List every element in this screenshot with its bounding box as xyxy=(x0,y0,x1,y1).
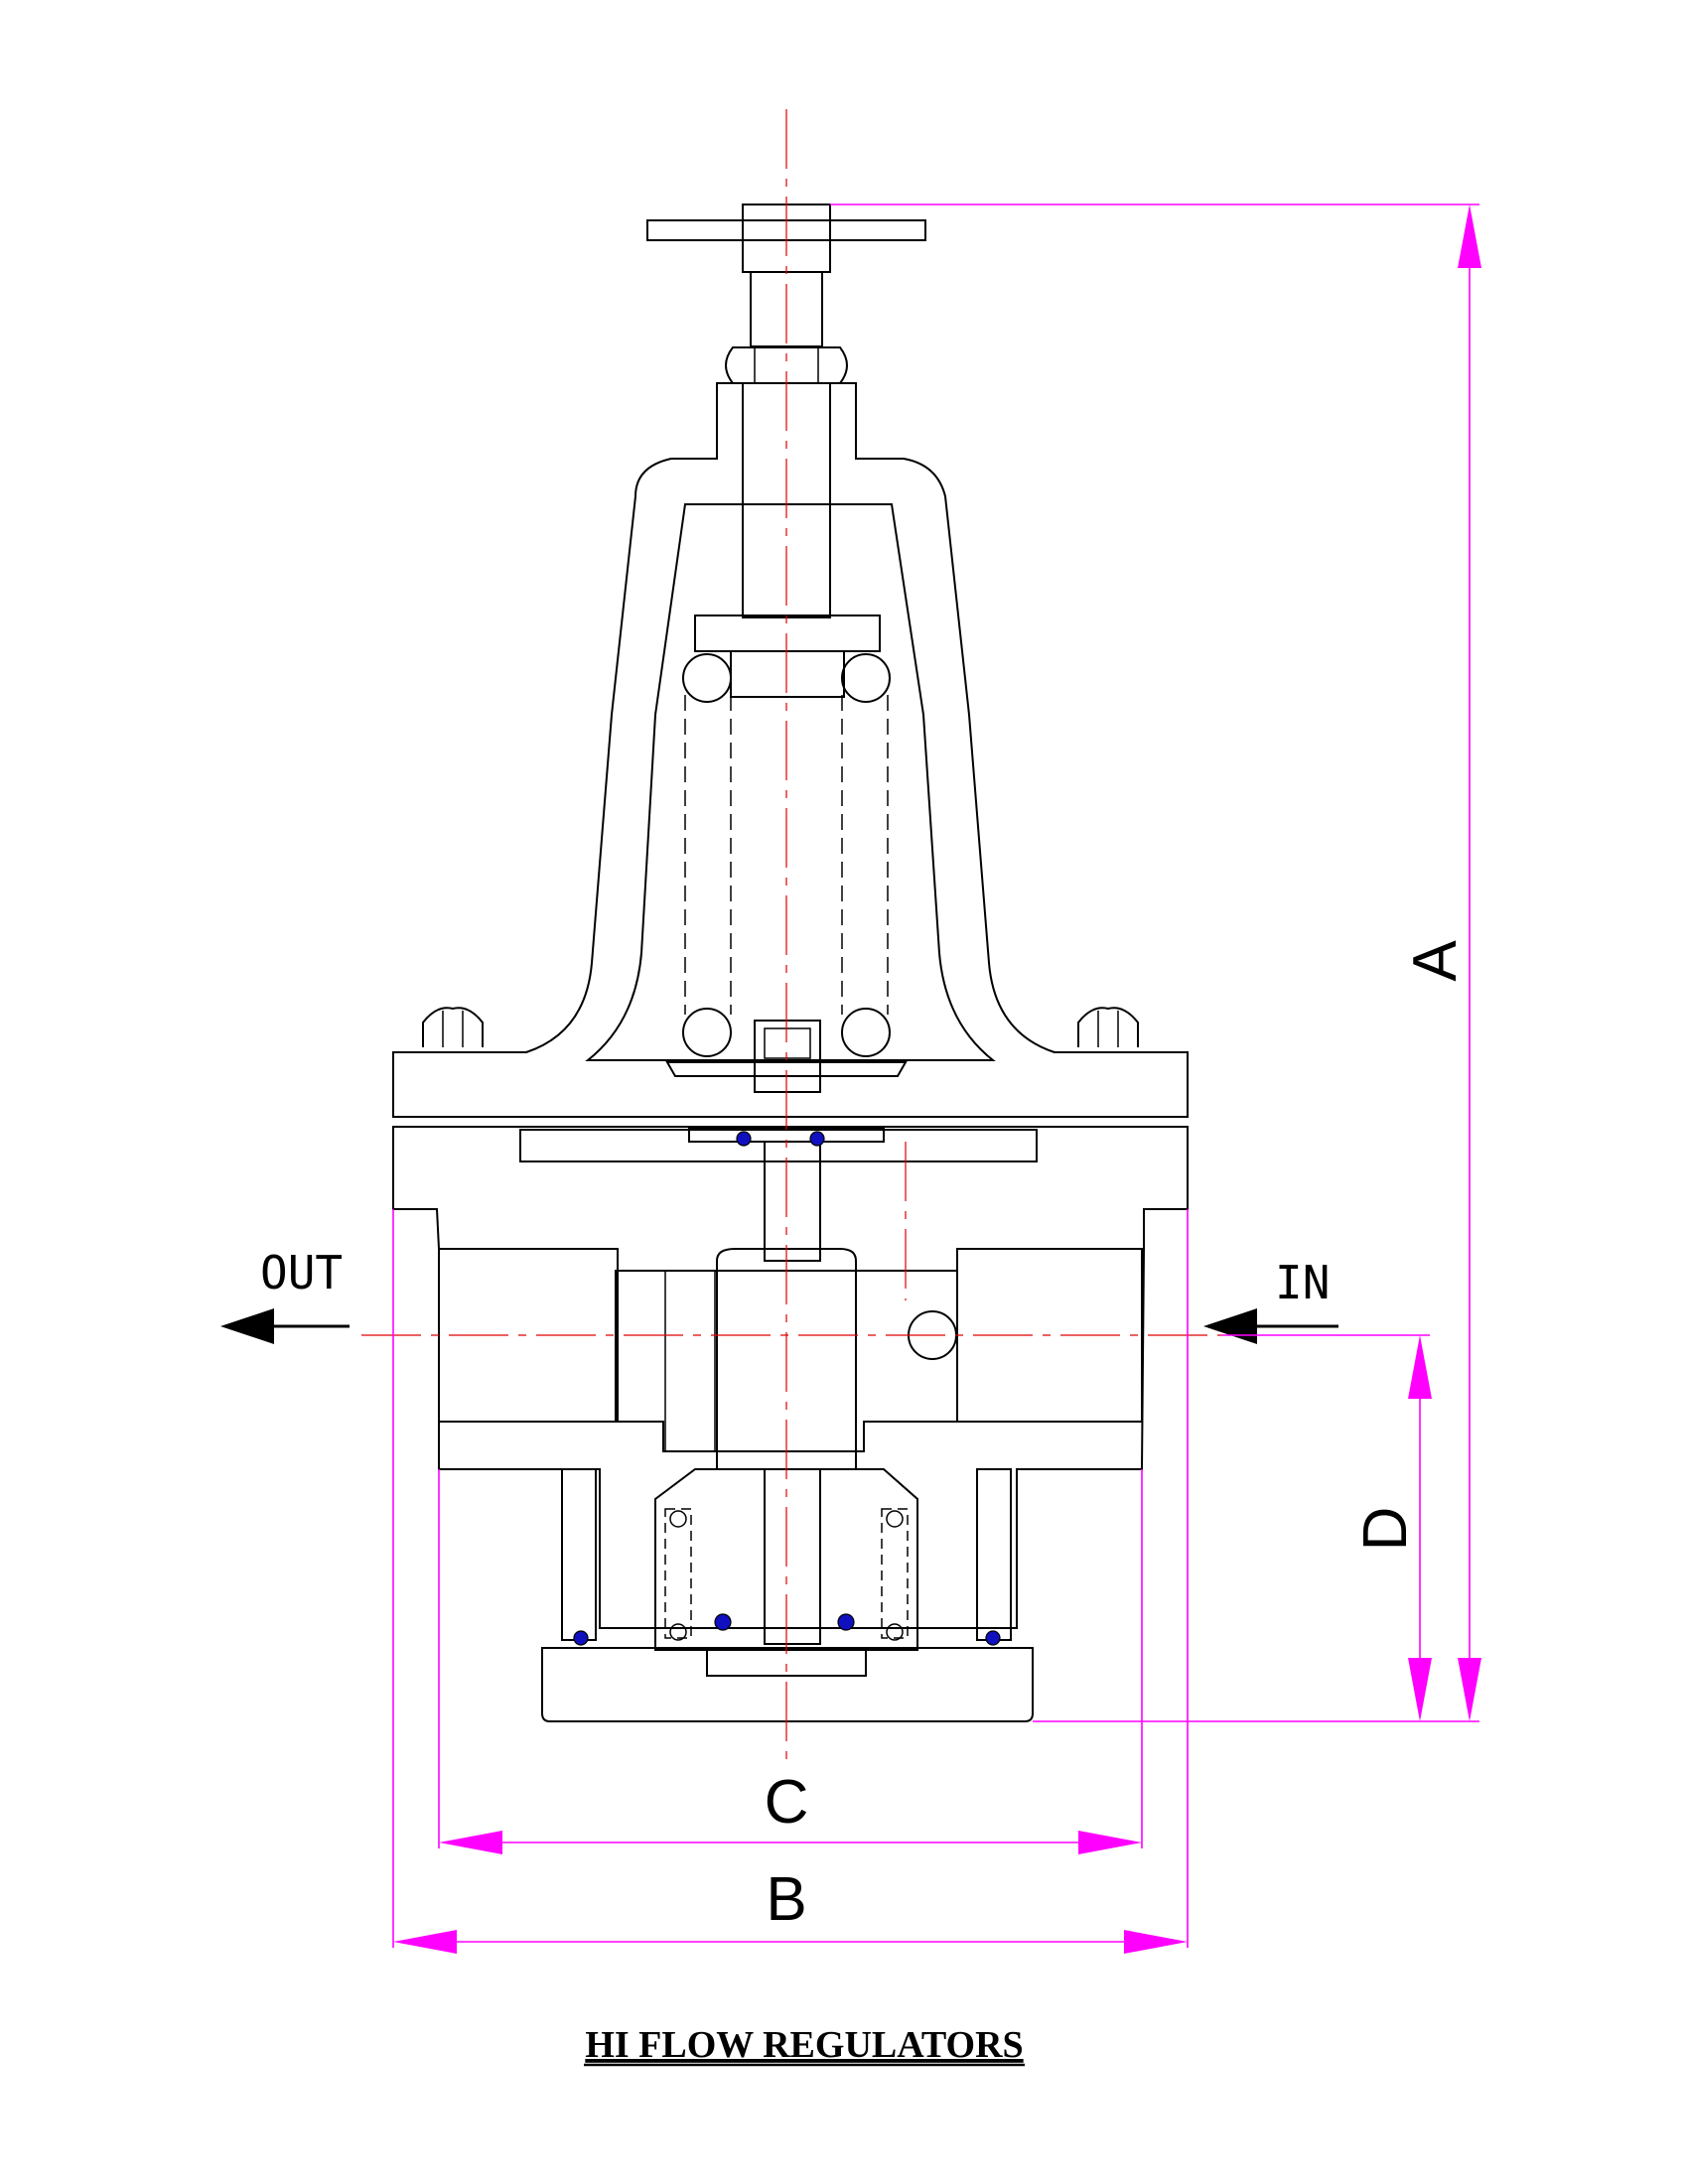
bonnet xyxy=(392,382,1189,1118)
outlet-label: OUT xyxy=(260,1246,343,1299)
bonnet-screw-right xyxy=(1077,1007,1139,1047)
dimension-a xyxy=(830,204,1481,1722)
dimension-b xyxy=(392,1209,1189,1954)
inlet-arrow xyxy=(1203,1308,1338,1344)
centerlines xyxy=(361,109,1221,1767)
dimension-d xyxy=(1221,1334,1432,1721)
upper-spring-plate xyxy=(694,614,881,698)
dimension-c-label: C xyxy=(765,1768,809,1837)
inlet-label: IN xyxy=(1275,1256,1330,1309)
bottom-cap-housing xyxy=(561,1468,1012,1651)
main-spring xyxy=(682,653,891,1057)
dimension-c xyxy=(438,1469,1143,1854)
dimension-d-label: D xyxy=(1351,1507,1420,1552)
bonnet-screw-left xyxy=(422,1007,484,1047)
dimension-b-label: B xyxy=(766,1865,806,1934)
outlet-arrow xyxy=(220,1308,350,1344)
bottom-cap xyxy=(541,1647,1034,1722)
dimension-a-label: A xyxy=(1401,940,1470,982)
valve-body xyxy=(392,1126,1189,1629)
o-rings xyxy=(573,1131,1001,1646)
drawing-title: HI FLOW REGULATORS xyxy=(585,2024,1023,2066)
